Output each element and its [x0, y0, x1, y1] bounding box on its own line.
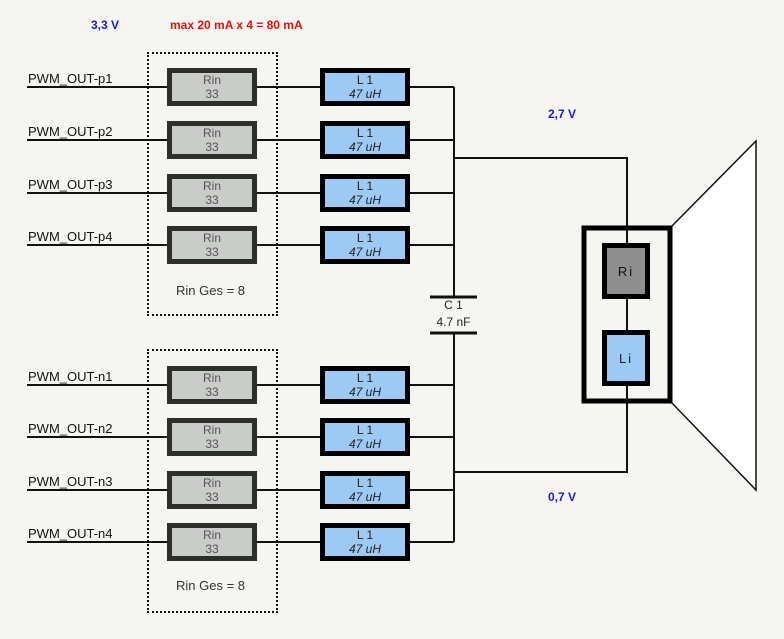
voltage-bottom-label: 0,7 V — [548, 490, 577, 504]
speaker-li[interactable]: Li — [602, 330, 650, 386]
net-label-n3: PWM_OUT-n3 — [28, 474, 113, 489]
rin-value: 33 — [205, 437, 219, 451]
rin-label: Rin — [202, 231, 221, 245]
speaker-ri[interactable]: Ri — [602, 243, 650, 299]
net-label-p2: PWM_OUT-p2 — [28, 124, 113, 139]
rin-label: Rin — [202, 126, 221, 140]
capacitor-value: 4.7 nF — [436, 315, 471, 329]
rin-group-n — [147, 349, 278, 613]
l-value: 47 uH — [348, 140, 382, 154]
l-label: L 1 — [356, 371, 374, 385]
l-value: 47 uH — [348, 542, 382, 556]
net-label-n2: PWM_OUT-n2 — [28, 421, 113, 436]
rin-value: 33 — [205, 385, 219, 399]
max-current-label: max 20 mA x 4 = 80 mA — [170, 18, 303, 32]
l-label: L 1 — [356, 423, 374, 437]
rin-label: Rin — [202, 73, 221, 87]
rin-value: 33 — [205, 245, 219, 259]
l-label: L 1 — [356, 179, 374, 193]
l-value: 47 uH — [348, 437, 382, 451]
p-wires — [27, 86, 628, 297]
wire-from-li — [454, 385, 628, 473]
rin-label: Rin — [202, 371, 221, 385]
rin-label: Rin — [202, 476, 221, 490]
rin-value: 33 — [205, 140, 219, 154]
net-label-n1: PWM_OUT-n1 — [28, 369, 113, 384]
l-label: L 1 — [356, 476, 374, 490]
l-value: 47 uH — [348, 87, 382, 101]
net-label-p3: PWM_OUT-p3 — [28, 177, 113, 192]
wire-to-ri — [454, 157, 628, 244]
rin-group-p — [147, 52, 278, 316]
rin-ges-p: Rin Ges = 8 — [176, 283, 246, 298]
rin-label: Rin — [202, 423, 221, 437]
net-label-p4: PWM_OUT-p4 — [28, 229, 113, 244]
rin-label: Rin — [202, 179, 221, 193]
l-value: 47 uH — [348, 490, 382, 504]
l-label: L 1 — [356, 231, 374, 245]
capacitor-name: C 1 — [444, 298, 463, 312]
voltage-top-label: 2,7 V — [548, 107, 577, 121]
l-value: 47 uH — [348, 245, 382, 259]
l-label: L 1 — [356, 126, 374, 140]
l-label: L 1 — [356, 528, 374, 542]
rin-label: Rin — [202, 528, 221, 542]
l-value: 47 uH — [348, 385, 382, 399]
l-value: 47 uH — [348, 193, 382, 207]
rin-ges-n: Rin Ges = 8 — [176, 578, 246, 593]
rin-value: 33 — [205, 542, 219, 556]
rin-value: 33 — [205, 87, 219, 101]
supply-voltage-label: 3,3 V — [91, 18, 120, 32]
net-label-n4: PWM_OUT-n4 — [28, 526, 113, 541]
rin-value: 33 — [205, 193, 219, 207]
l-label: L 1 — [356, 73, 374, 87]
speaker-cone-icon — [669, 139, 757, 492]
rin-value: 33 — [205, 490, 219, 504]
net-label-p1: PWM_OUT-p1 — [28, 71, 113, 86]
n-wires — [27, 333, 628, 543]
